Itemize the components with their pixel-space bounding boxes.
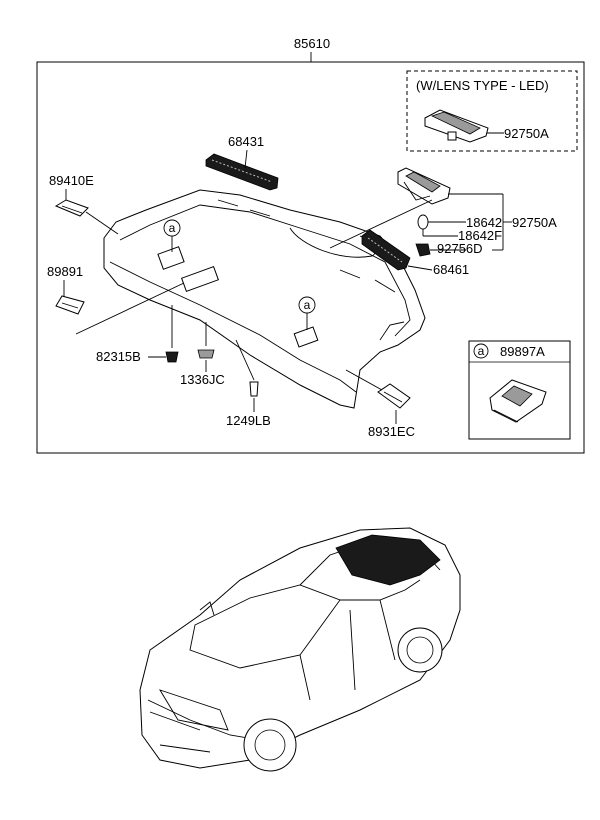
callout-92756D: 92756D	[437, 241, 483, 256]
main-frame	[36, 61, 585, 454]
leader-68461	[407, 265, 433, 271]
part-92750A-lamp	[397, 167, 451, 205]
svg-text:a: a	[169, 221, 176, 235]
callout-8931EC: 8931EC	[368, 424, 415, 439]
part-68461-trim	[361, 229, 411, 271]
leader-89410E-to-tray	[85, 211, 119, 235]
callout-68431: 68431	[228, 134, 264, 149]
leader-8931EC-to-tray	[345, 369, 383, 391]
led-lamp-part	[424, 109, 489, 143]
svg-text:a: a	[478, 344, 485, 358]
leader-89891-to-tray	[75, 282, 185, 335]
part-82315B-clip	[165, 305, 179, 363]
part-1249LB-bolt	[235, 339, 259, 397]
led-type-title: (W/LENS TYPE - LED)	[416, 78, 549, 93]
callout-1249LB: 1249LB	[226, 413, 271, 428]
marker-a-1: a	[163, 219, 181, 252]
callout-85610: 85610	[294, 36, 330, 51]
leader-lamp-to-tray	[329, 199, 433, 249]
part-89897A-cover	[489, 379, 547, 423]
callout-18642: 18642	[466, 215, 502, 230]
detail-box-marker-a: a	[473, 343, 489, 359]
package-tray-panel	[103, 189, 426, 409]
callout-18642F: 18642F	[458, 228, 502, 243]
callout-1336JC: 1336JC	[180, 372, 225, 387]
callout-92750A-led: 92750A	[504, 126, 549, 141]
callout-89897A: 89897A	[500, 344, 545, 359]
leader-68431	[244, 149, 248, 169]
callout-89410E: 89410E	[49, 173, 94, 188]
marker-a-2: a	[298, 296, 316, 330]
callout-89891: 89891	[47, 264, 83, 279]
part-18642-bulb	[417, 214, 429, 230]
part-1336JC-nut	[197, 322, 215, 359]
part-89891	[55, 295, 85, 315]
callout-68461: 68461	[433, 262, 469, 277]
svg-text:a: a	[304, 298, 311, 312]
part-92756D-socket	[415, 243, 431, 257]
part-8931EC	[377, 383, 411, 409]
part-68431-strip	[205, 153, 279, 191]
detail-box-89897A	[468, 340, 571, 440]
led-type-box	[406, 70, 578, 152]
part-89410E	[54, 199, 89, 217]
callout-92750A: 92750A	[512, 215, 557, 230]
callout-82315B: 82315B	[96, 349, 141, 364]
car-illustration	[139, 527, 461, 772]
